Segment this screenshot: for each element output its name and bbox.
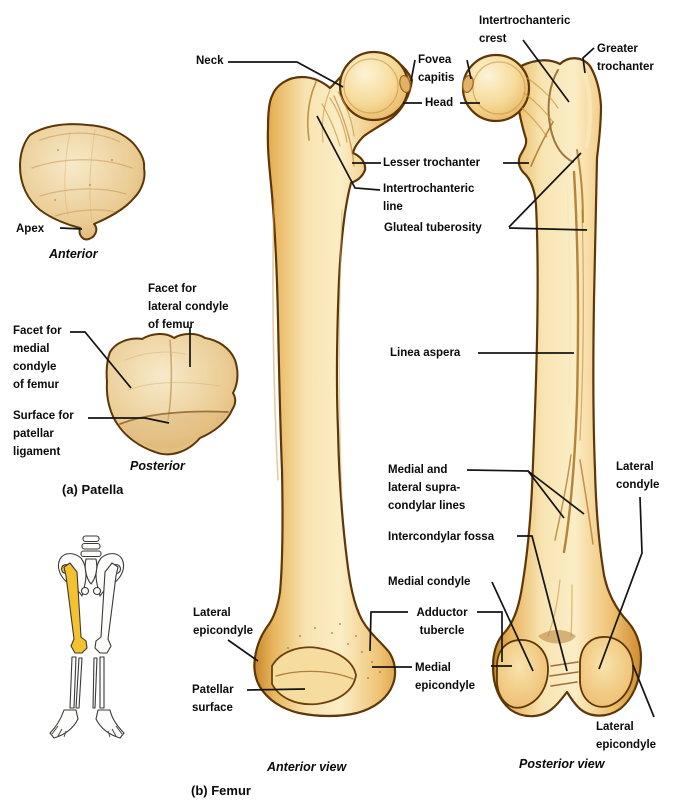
label-head: Head [425, 97, 454, 109]
leg-skeleton-inset [49, 535, 125, 739]
leader-lines [59, 39, 655, 718]
label-apex: Apex [16, 223, 45, 235]
label-intercondylar-fossa: Intercondylar fossa [388, 531, 495, 543]
femur-posterior-illustration [461, 53, 643, 718]
label-lateral-condyle: Lateral condyle [616, 461, 660, 491]
caption-femur: (b) Femur [191, 783, 251, 798]
caption-posterior: Posterior [130, 459, 185, 473]
label-supracondylar-lines: Medial and lateral supra- condylar lines [388, 464, 466, 512]
label-neck: Neck [196, 55, 224, 67]
label-intertrochanteric-crest: Intertrochanteric crest [479, 15, 571, 45]
label-lesser-trochanter: Lesser trochanter [383, 157, 481, 169]
label-patellar-surface: Patellar surface [192, 684, 234, 714]
label-facet-medial-condyle: Facet for medial condyle of femur [13, 325, 62, 391]
caption-patella: (a) Patella [62, 482, 124, 497]
patella-anterior-illustration [19, 123, 146, 241]
label-medial-epicondyle: Medial epicondyle [415, 662, 476, 692]
caption-anterior: Anterior [49, 247, 98, 261]
label-fovea-capitis: Fovea capitis [418, 54, 455, 84]
label-facet-lateral-condyle: Facet for lateral condyle of femur [148, 283, 229, 331]
label-lateral-epicondyle-posterior: Lateral epicondyle [596, 721, 657, 751]
label-gluteal-tuberosity: Gluteal tuberosity [384, 222, 482, 234]
label-intertrochanteric-line: Intertrochanteric line [383, 183, 475, 213]
label-medial-condyle: Medial condyle [388, 576, 471, 588]
patella-posterior-illustration [105, 332, 239, 456]
label-lateral-epicondyle-anterior: Lateral epicondyle [193, 607, 254, 637]
caption-anterior-view: Anterior view [267, 760, 347, 774]
label-greater-trochanter: Greater trochanter [597, 43, 654, 73]
label-adductor-tubercle: Adductor tubercle [416, 607, 468, 637]
caption-posterior-view: Posterior view [519, 757, 605, 771]
femur-anterior-illustration [253, 50, 414, 718]
label-surface-patellar-ligament: Surface for patellar ligament [13, 410, 74, 458]
label-linea-aspera: Linea aspera [390, 347, 461, 359]
